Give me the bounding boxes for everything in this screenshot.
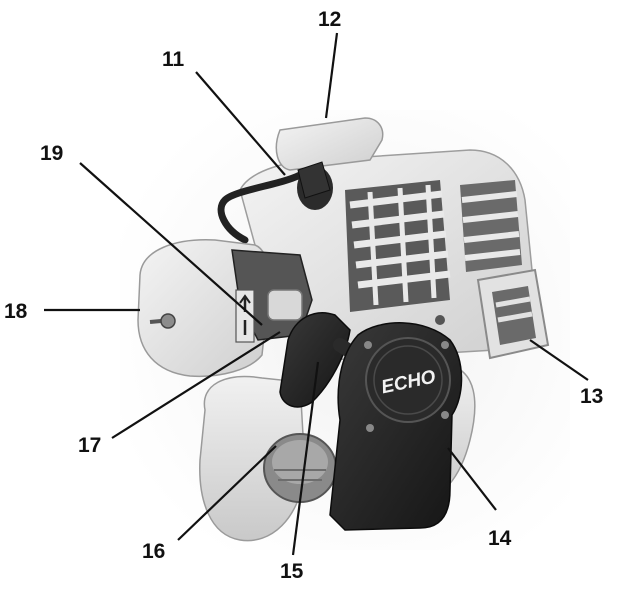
callout-13: 13 <box>580 385 603 408</box>
cooling-grille <box>345 180 450 312</box>
callout-15: 15 <box>280 560 304 583</box>
callout-11: 11 <box>162 48 185 71</box>
callout-18: 18 <box>4 300 28 323</box>
choke-lever <box>268 290 302 320</box>
leader-12 <box>326 33 337 118</box>
callout-12: 12 <box>318 8 341 31</box>
callout-17: 17 <box>78 434 101 457</box>
callout-14: 14 <box>488 527 512 550</box>
callout-16: 16 <box>142 540 165 563</box>
side-grille <box>460 180 522 272</box>
callout-19: 19 <box>40 142 63 165</box>
